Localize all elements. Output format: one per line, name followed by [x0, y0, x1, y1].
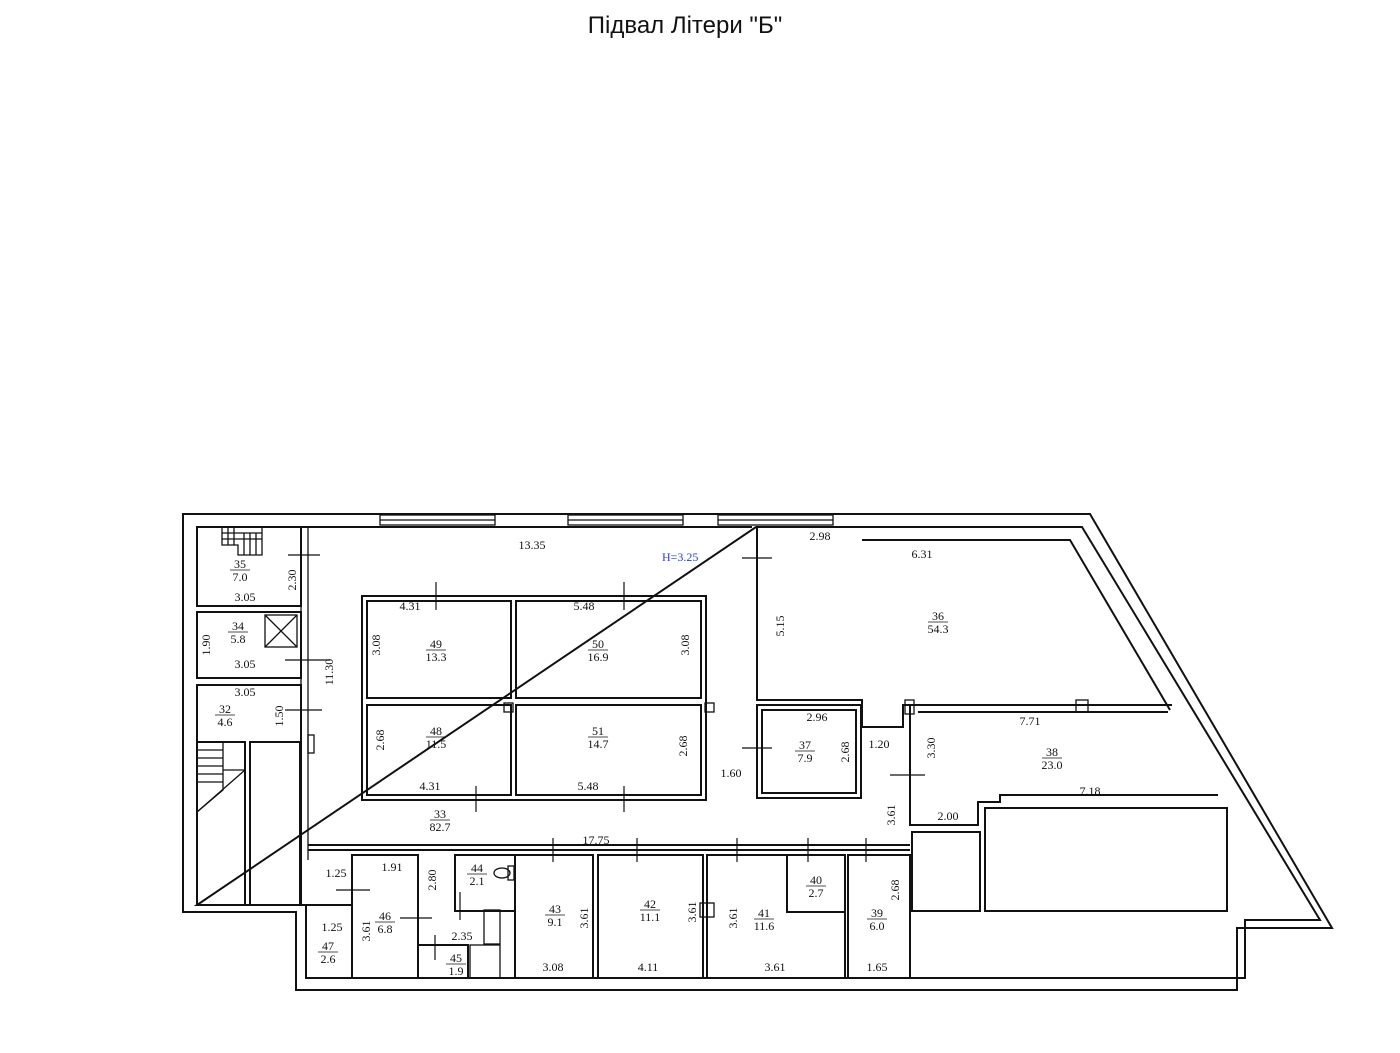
dimension-label: 11.30 [322, 659, 336, 686]
dimension-label: 7.71 [1020, 714, 1041, 728]
dimension-label: 2.68 [373, 730, 387, 751]
room-number-35: 35 [234, 557, 246, 571]
dimension-label: 2.80 [425, 870, 439, 891]
dimension-labels: 13.35 2.30 3.05 1.90 3.05 11.30 3.05 1.50 4.31 5.… [199, 529, 1101, 974]
room-area-48: 11.5 [426, 737, 447, 751]
room-number-36: 36 [932, 609, 944, 623]
dimension-label: 3.30 [924, 738, 938, 759]
dimension-ticks [285, 554, 925, 960]
dimension-label: 2.30 [285, 570, 299, 591]
dimension-label: 1.25 [322, 920, 343, 934]
room-number-41: 41 [758, 906, 770, 920]
dimension-label: 5.48 [574, 599, 595, 613]
room-area-37: 7.9 [798, 751, 813, 765]
room-area-47: 2.6 [321, 952, 336, 966]
room-number-44: 44 [471, 861, 483, 875]
room-area-45: 1.9 [449, 964, 464, 978]
room-area-38: 23.0 [1042, 758, 1063, 772]
room-area-33: 82.7 [430, 820, 451, 834]
room-area-46: 6.8 [378, 922, 393, 936]
room-area-43: 9.1 [548, 915, 563, 929]
dimension-label: 17.75 [583, 833, 610, 847]
room-number-47: 47 [322, 939, 334, 953]
left-column-rooms [196, 526, 315, 906]
dimension-label: 4.11 [638, 960, 659, 974]
dimension-label: 3.08 [678, 635, 692, 656]
room-number-34: 34 [232, 619, 244, 633]
room-number-51: 51 [592, 724, 604, 738]
room-number-37: 37 [799, 738, 811, 752]
dimension-label: 3.61 [726, 908, 740, 929]
dimension-label: 2.68 [838, 742, 852, 763]
plan-title: Підвал Літери "Б" [587, 12, 783, 39]
dimension-label: 2.96 [807, 710, 828, 724]
dimension-label: 1.90 [199, 635, 213, 656]
dimension-label: 3.61 [685, 902, 699, 923]
room-area-42: 11.1 [640, 910, 661, 924]
room-number-38: 38 [1046, 745, 1058, 759]
room-number-33: 33 [434, 807, 446, 821]
room-area-34: 5.8 [231, 632, 246, 646]
dimension-label: 2.35 [452, 929, 473, 943]
dimension-label: 2.00 [938, 809, 959, 823]
room-area-41: 11.6 [754, 919, 775, 933]
dimension-label: 3.05 [235, 590, 256, 604]
central-rooms [361, 595, 715, 801]
room-number-46: 46 [379, 909, 391, 923]
room-area-49: 13.3 [426, 650, 447, 664]
room-area-32: 4.6 [218, 715, 233, 729]
dimension-label: 3.61 [884, 805, 898, 826]
dimension-label: 2.68 [676, 736, 690, 757]
dimension-label: 3.05 [235, 685, 256, 699]
dimension-label: 6.31 [912, 547, 933, 561]
dimension-label: 3.61 [577, 908, 591, 929]
dimension-label: 5.48 [578, 779, 599, 793]
dimension-label: 1.20 [869, 737, 890, 751]
room-number-50: 50 [592, 637, 604, 651]
height-note: H=3.25 [662, 550, 698, 564]
room-area-40: 2.7 [809, 886, 824, 900]
dimension-label: 3.61 [359, 921, 373, 942]
right-rooms [756, 527, 1228, 912]
room-area-35: 7.0 [233, 570, 248, 584]
room-number-42: 42 [644, 897, 656, 911]
room-area-36: 54.3 [928, 622, 949, 636]
bottom-rooms [305, 844, 911, 979]
room-area-51: 14.7 [588, 737, 609, 751]
room-number-32: 32 [219, 702, 231, 716]
dimension-label: 1.60 [721, 766, 742, 780]
room-number-45: 45 [450, 951, 462, 965]
dimension-label: 3.05 [235, 657, 256, 671]
dimension-label: 1.65 [867, 960, 888, 974]
dimension-label: 7.18 [1080, 784, 1101, 798]
dimension-label: 1.25 [326, 866, 347, 880]
room-number-39: 39 [871, 906, 883, 920]
dimension-label: 3.61 [765, 960, 786, 974]
dimension-label: 3.08 [369, 635, 383, 656]
room-number-49: 49 [430, 637, 442, 651]
dimension-label: 1.50 [272, 706, 286, 727]
dimension-label: 5.15 [773, 616, 787, 637]
room-number-48: 48 [430, 724, 442, 738]
room-number-43: 43 [549, 902, 561, 916]
room-number-40: 40 [810, 873, 822, 887]
room-area-50: 16.9 [588, 650, 609, 664]
dimension-label: 2.68 [888, 880, 902, 901]
dimension-label: 13.35 [519, 538, 546, 552]
room-area-44: 2.1 [470, 874, 485, 888]
dimension-label: 4.31 [420, 779, 441, 793]
dimension-label: 2.98 [810, 529, 831, 543]
dimension-label: 1.91 [382, 860, 403, 874]
dimension-label: 3.08 [543, 960, 564, 974]
dimension-label: 4.31 [400, 599, 421, 613]
room-area-39: 6.0 [870, 919, 885, 933]
